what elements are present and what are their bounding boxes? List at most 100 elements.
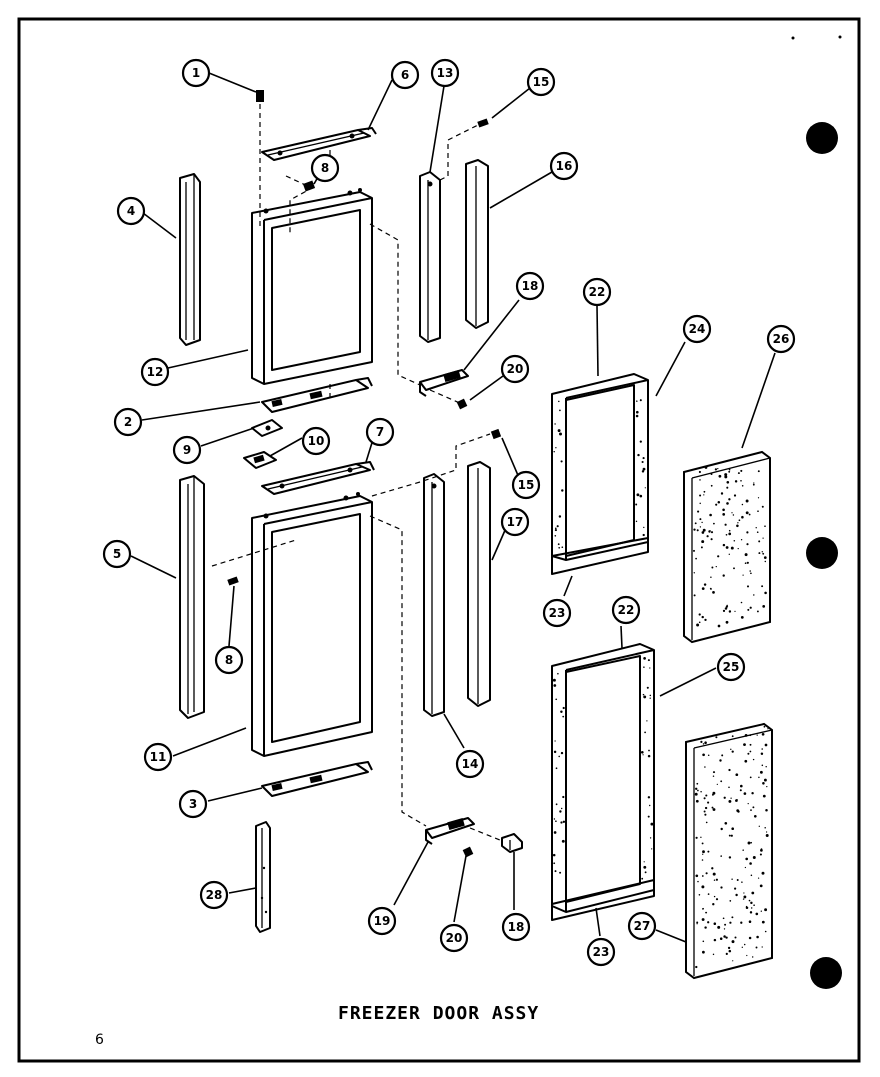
speckle bbox=[765, 808, 768, 812]
speckle bbox=[710, 473, 713, 476]
callout-part-22-lower: 22 bbox=[611, 595, 641, 625]
speckle bbox=[717, 501, 721, 504]
speckle bbox=[715, 878, 718, 881]
speckle bbox=[561, 839, 565, 843]
speckle bbox=[734, 887, 737, 890]
speckle bbox=[761, 946, 763, 948]
speck bbox=[838, 35, 842, 39]
callout-part-23-lower: 23 bbox=[586, 937, 616, 967]
speckle bbox=[560, 751, 564, 755]
speckle bbox=[733, 540, 736, 542]
speckle bbox=[554, 870, 557, 873]
callout-part-9: 9 bbox=[172, 435, 202, 465]
speckle bbox=[731, 878, 733, 880]
speckle bbox=[558, 755, 560, 758]
speckle bbox=[702, 950, 705, 954]
speckle bbox=[765, 765, 767, 768]
speckle bbox=[734, 936, 737, 939]
callout-label: 14 bbox=[462, 757, 479, 771]
speckle bbox=[704, 618, 707, 622]
speckle bbox=[697, 880, 699, 883]
speckle bbox=[715, 898, 719, 901]
speckle bbox=[555, 698, 558, 701]
callout-part-2: 2 bbox=[113, 407, 143, 437]
speckle bbox=[717, 467, 719, 470]
speckle bbox=[702, 528, 706, 532]
binder-hole-bottom bbox=[810, 957, 842, 989]
speckle bbox=[694, 522, 697, 525]
speckle bbox=[555, 767, 558, 770]
speckle bbox=[701, 615, 704, 619]
speckle bbox=[710, 484, 713, 487]
speckle bbox=[713, 938, 717, 942]
speckle bbox=[701, 540, 705, 544]
speckle bbox=[639, 494, 643, 498]
speckle bbox=[559, 432, 562, 436]
speckle bbox=[724, 821, 728, 825]
speckle bbox=[755, 946, 758, 949]
speckle bbox=[644, 731, 646, 734]
speckle bbox=[699, 494, 702, 497]
callout-part-8: 8 bbox=[310, 153, 340, 183]
speckle bbox=[707, 754, 710, 757]
page-number: 6 bbox=[95, 1032, 104, 1048]
speckle bbox=[761, 871, 765, 875]
callout-label: 20 bbox=[446, 931, 463, 945]
speckle bbox=[704, 466, 708, 469]
speckle bbox=[718, 474, 722, 478]
speckle bbox=[743, 892, 745, 894]
speckle bbox=[728, 768, 731, 772]
speckle bbox=[649, 837, 652, 839]
speckle bbox=[728, 856, 732, 859]
speckle bbox=[696, 782, 699, 785]
callout-label: 28 bbox=[206, 888, 223, 902]
speckle bbox=[749, 776, 752, 779]
speckle bbox=[752, 856, 756, 859]
screw-part-1 bbox=[256, 90, 264, 102]
speckle bbox=[743, 895, 747, 899]
hinge-part-18-upper bbox=[419, 369, 469, 397]
speckle bbox=[647, 815, 650, 818]
hinge-bracket-part-6 bbox=[261, 127, 377, 161]
speckle bbox=[695, 799, 699, 803]
speckle bbox=[699, 479, 701, 481]
speckle bbox=[738, 519, 741, 522]
speckle bbox=[710, 538, 713, 541]
speckle bbox=[641, 877, 644, 880]
callout-part-18: 18 bbox=[515, 271, 545, 301]
speckle bbox=[765, 831, 768, 833]
speckle bbox=[697, 510, 700, 513]
speckle bbox=[725, 620, 729, 624]
speckle bbox=[648, 749, 650, 752]
speckle bbox=[725, 952, 728, 956]
speckle bbox=[643, 865, 647, 869]
speckle bbox=[553, 862, 556, 865]
callout-part-1: 1 bbox=[181, 58, 211, 88]
callout-part-22: 22 bbox=[582, 277, 612, 307]
speckle bbox=[557, 672, 559, 675]
callout-part-17: 17 bbox=[500, 507, 530, 537]
speckle bbox=[760, 910, 762, 912]
speckle bbox=[722, 508, 725, 512]
callout-part-5: 5 bbox=[102, 539, 132, 569]
speckle bbox=[732, 960, 734, 962]
speckle bbox=[762, 782, 765, 785]
speckle bbox=[731, 735, 734, 738]
speckle bbox=[733, 567, 735, 570]
bottom-bracket-part-2 bbox=[261, 377, 373, 413]
speckle bbox=[761, 920, 765, 924]
speckle bbox=[731, 940, 735, 944]
speckle bbox=[554, 527, 557, 530]
speckle bbox=[741, 503, 744, 506]
speckle bbox=[702, 850, 705, 854]
speckle bbox=[753, 482, 755, 484]
speckle bbox=[762, 552, 765, 555]
speckle bbox=[715, 503, 718, 506]
callout-part-11: 11 bbox=[143, 742, 173, 772]
speckle bbox=[731, 916, 734, 919]
speckle bbox=[552, 678, 556, 682]
speckle bbox=[744, 759, 748, 763]
callout-label: 11 bbox=[150, 750, 167, 764]
speckle bbox=[726, 604, 728, 607]
speckle bbox=[759, 853, 762, 856]
